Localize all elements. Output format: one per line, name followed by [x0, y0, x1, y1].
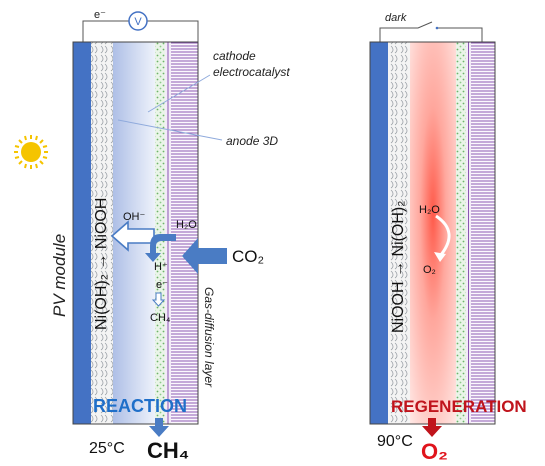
right-oxygen-small-label: O₂	[423, 264, 436, 276]
reaction-temperature: 25°C	[89, 440, 125, 457]
oxygen-arrow-head	[434, 252, 446, 262]
regeneration-reaction-label: NiOOH → Ni(OH)₂	[390, 201, 407, 333]
switch-contact	[435, 26, 439, 30]
voltmeter-icon	[128, 11, 148, 31]
gas-diffusion-layer-label: Gas-diffusion layer	[202, 287, 216, 388]
anode-3d-texture	[91, 42, 113, 424]
methane-outlet-arrow-icon	[149, 418, 169, 437]
voltmeter-label: V	[134, 16, 142, 28]
left-cell: e⁻ V PV mod	[14, 9, 290, 463]
water-label: H₂O	[176, 219, 197, 231]
right-pv-electrode	[370, 42, 388, 424]
regeneration-temperature: 90°C	[377, 433, 413, 450]
oxygen-evolution-arrow-icon	[435, 214, 451, 257]
oxygen-outlet-arrow-icon	[422, 418, 442, 437]
regeneration-mode-label: REGENERATION	[391, 397, 527, 416]
hydroxide-label: OH⁻	[123, 211, 146, 223]
methane-product-label: CH₄	[147, 438, 189, 463]
water-split-arrow-icon	[145, 234, 176, 262]
pv-module-label: PV module	[50, 234, 69, 317]
left-cell-outline	[72, 41, 199, 425]
reaction-mode-label: REACTION	[93, 396, 187, 416]
gas-diffusion-texture	[171, 42, 198, 424]
co2-inlet-arrow-icon	[182, 238, 227, 274]
electron-down-arrow-icon	[151, 292, 166, 307]
cathode-texture	[155, 42, 165, 424]
right-anode-texture	[388, 42, 410, 424]
cathode-callout-line	[147, 74, 211, 113]
right-gas-diffusion-texture	[471, 42, 495, 424]
electron-small-label: e⁻	[156, 279, 168, 291]
right-cell: dark NiOOH → Ni(OH)₂ H₂O O₂ REGENERATION…	[369, 12, 527, 464]
anode-callout-line	[117, 119, 223, 141]
right-water-label: H₂O	[419, 204, 440, 216]
sun-icon	[14, 135, 48, 169]
oxygen-product-label: O₂	[421, 439, 448, 464]
methane-small-label: CH₄	[150, 312, 171, 324]
dark-label: dark	[385, 12, 407, 24]
anode-3d-label: anode 3D	[226, 134, 278, 148]
electron-flow-label: e⁻	[94, 9, 106, 21]
cathode-label-line2: electrocatalyst	[213, 65, 290, 79]
anode-reaction-label: Ni(OH)₂ → NiOOH	[93, 198, 110, 330]
cathode-label-line1: cathode	[213, 49, 256, 63]
co2-label: CO₂	[232, 247, 264, 266]
right-cathode-texture	[456, 42, 466, 424]
pv-module-electrode	[73, 42, 91, 424]
open-circuit-wire	[379, 21, 483, 42]
proton-label: H⁺	[154, 261, 168, 273]
